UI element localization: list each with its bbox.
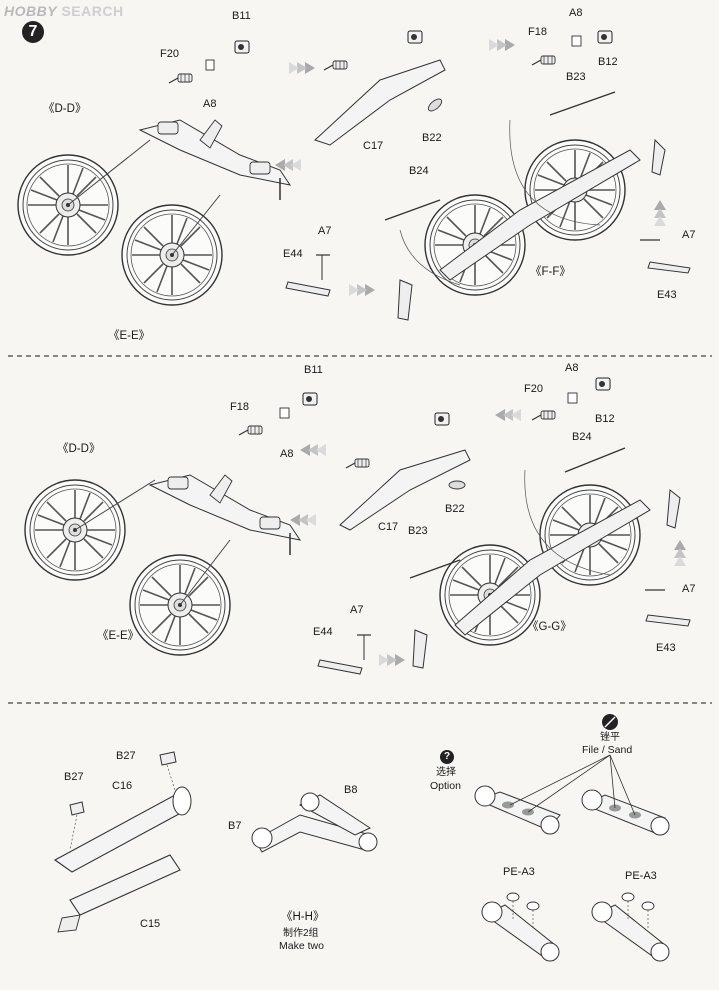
label-f20-lower: F20 (524, 383, 543, 395)
axle-frame-left-lower (149, 474, 301, 556)
label-d-d: 《D-D》 (43, 103, 87, 115)
label-c17-lower: C17 (378, 521, 399, 533)
part-f20-assembled-upper (323, 60, 348, 71)
part-f18-lower (238, 425, 263, 436)
part-f18-assembled-lower (345, 458, 370, 469)
label-c15: C15 (140, 918, 161, 930)
part-b12-upper (597, 30, 613, 44)
label-a8b-lower: A8 (565, 362, 579, 374)
part-b11-lower (302, 392, 318, 406)
direction-arrow (300, 444, 326, 456)
label-b11: B11 (232, 10, 251, 22)
part-b11-assembled-upper (407, 30, 423, 44)
direction-arrow (489, 39, 515, 51)
label-b23: B23 (566, 71, 586, 83)
watermark-brand-b: SEARCH (57, 3, 124, 19)
label-g-g: 《G-G》 (527, 621, 572, 633)
direction-arrow (379, 654, 405, 666)
direction-arrow (654, 200, 666, 226)
label-e-e-lower: 《E-E》 (97, 630, 140, 642)
pe-rod-2 (591, 892, 670, 962)
label-a7-lower: A7 (350, 604, 364, 616)
direction-arrow (495, 409, 521, 421)
label-option-cn: 选择 (436, 767, 456, 778)
label-a8b: A8 (569, 7, 583, 19)
label-b22: B22 (422, 132, 442, 144)
watermark-logo: HOBBY SEARCH (4, 3, 124, 19)
label-b27-top: B27 (116, 750, 136, 762)
label-e43: E43 (657, 289, 677, 301)
label-a7b-lower: A7 (682, 583, 696, 595)
direction-arrow (289, 62, 315, 74)
axle-frame-left-upper (139, 119, 291, 201)
part-f20-lower (531, 410, 556, 421)
label-b24: B24 (409, 165, 429, 177)
option-icon: ? (440, 750, 454, 764)
step-number-badge: 7 (22, 21, 44, 43)
part-b11-upper (234, 40, 250, 54)
label-pe-a3-left: PE-A3 (503, 866, 535, 878)
label-b12: B12 (598, 56, 618, 68)
label-file-en: File / Sand (582, 744, 633, 756)
direction-arrow (674, 540, 686, 566)
label-make-two-en: Make two (279, 940, 324, 952)
label-b22-lower: B22 (445, 503, 465, 515)
coupling-rod-option-1 (474, 785, 561, 835)
label-a7: A7 (318, 225, 332, 237)
label-b8: B8 (344, 784, 358, 796)
label-f-f: 《F-F》 (530, 266, 571, 278)
label-f20: F20 (160, 48, 179, 60)
label-b11-lower: B11 (304, 364, 323, 376)
label-file-cn: 锉平 (600, 732, 620, 743)
label-a7b: A7 (682, 229, 696, 241)
label-f18: F18 (528, 26, 547, 38)
direction-arrow (349, 284, 375, 296)
direction-arrow (290, 514, 316, 526)
coupling-rod-option-2 (581, 789, 670, 836)
label-option-en: Option (430, 780, 461, 792)
label-f18-lower: F18 (230, 401, 249, 413)
label-h-h: 《H-H》 (281, 911, 325, 923)
label-b7: B7 (228, 820, 242, 832)
file-sand-icon (602, 714, 618, 730)
label-a8-lower: A8 (280, 448, 294, 460)
label-a8: A8 (203, 98, 217, 110)
label-pe-a3-right: PE-A3 (625, 870, 657, 882)
part-b11-assembled-lower (434, 412, 450, 426)
label-e-e: 《E-E》 (108, 330, 151, 342)
label-b23-lower: B23 (408, 525, 428, 537)
watermark-brand-a: HOBBY (4, 3, 58, 19)
part-b12-lower (595, 377, 611, 391)
label-d-d-lower: 《D-D》 (57, 443, 101, 455)
label-b12-lower: B12 (595, 413, 615, 425)
label-b27-left: B27 (64, 771, 84, 783)
label-e44: E44 (283, 248, 303, 260)
part-f18-upper (531, 55, 556, 66)
label-e43-lower: E43 (656, 642, 676, 654)
label-e44-lower: E44 (313, 626, 333, 638)
label-c17: C17 (363, 140, 384, 152)
part-f20-upper (168, 73, 193, 84)
label-make-two-cn: 制作2组 (283, 928, 319, 939)
pe-rod-1 (481, 892, 560, 962)
label-c16: C16 (112, 780, 133, 792)
label-b24-lower: B24 (572, 431, 592, 443)
